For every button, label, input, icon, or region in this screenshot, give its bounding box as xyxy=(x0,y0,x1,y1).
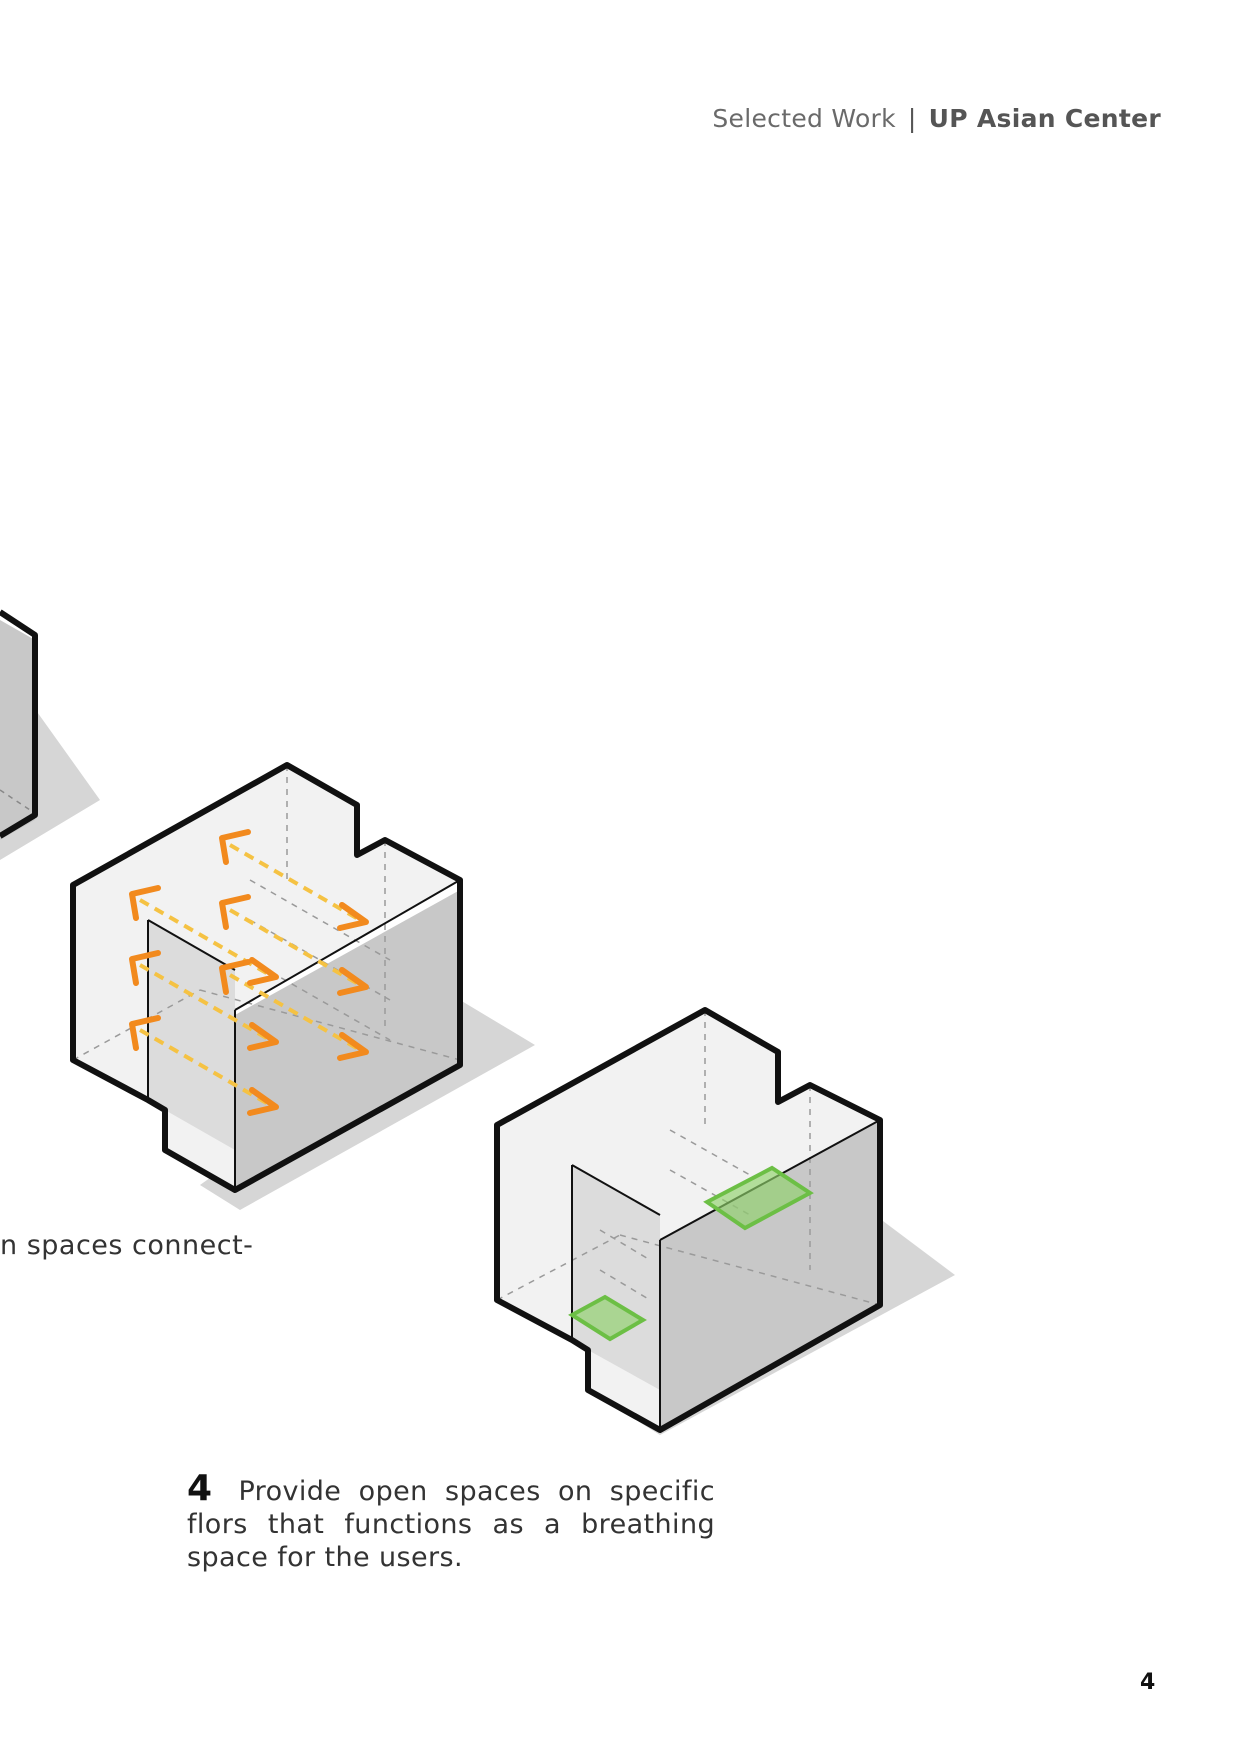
project-title: UP Asian Center xyxy=(928,104,1161,133)
diagram-step-3-partial xyxy=(0,609,100,860)
header-separator: | xyxy=(907,104,917,133)
page-header: Selected Work | UP Asian Center xyxy=(600,104,1161,133)
step-number: 4 xyxy=(187,1468,213,1509)
step-4-text: Provide open spaces on specific flors th… xyxy=(187,1476,715,1573)
diagram-ventilation xyxy=(70,762,535,1210)
page-number: 4 xyxy=(1140,1670,1156,1695)
step-3-caption-fragment: n spaces connect- xyxy=(0,1230,254,1261)
section-label: Selected Work xyxy=(712,104,896,133)
diagram-open-spaces xyxy=(494,1007,955,1435)
